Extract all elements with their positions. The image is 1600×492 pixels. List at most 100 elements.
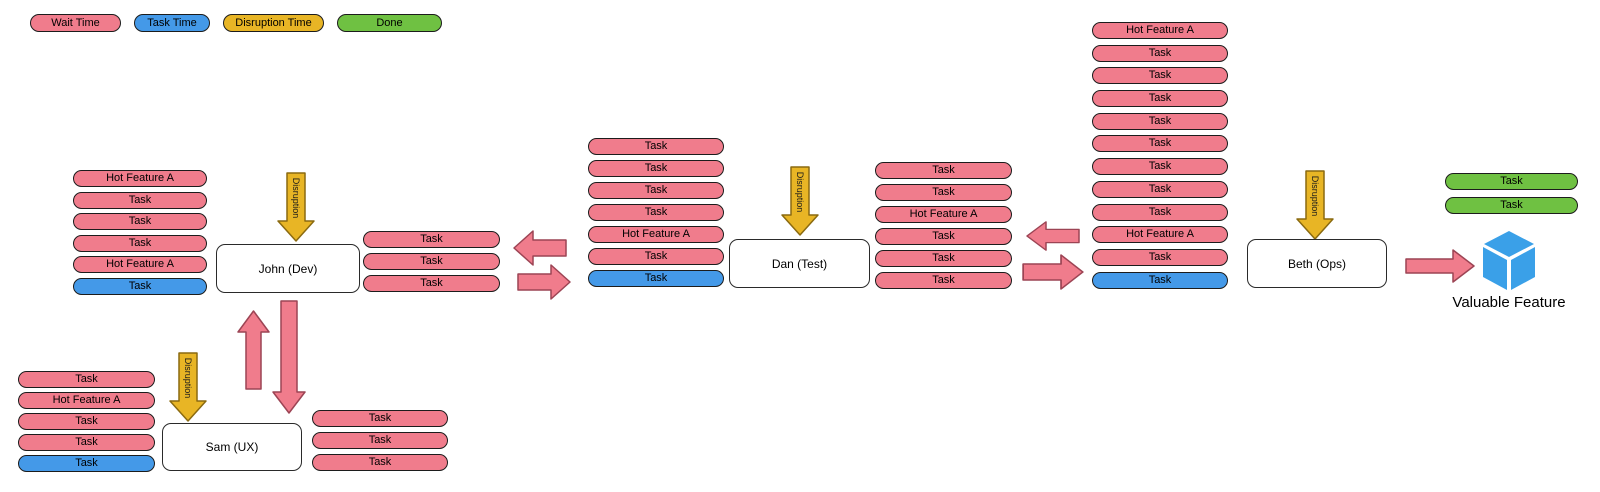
queue-pill: Task [1092, 90, 1228, 108]
disruption-down-arrow-icon: Disruption [169, 352, 207, 422]
actor-box-dan: Dan (Test) [729, 239, 870, 288]
actor-name: Beth (Ops) [1287, 256, 1347, 271]
queue-pill: Task [1092, 271, 1228, 289]
actor-name: Dan (Test) [771, 256, 828, 271]
queue-pill-label: Task [1500, 199, 1523, 211]
actor-box-john: John (Dev) [216, 244, 360, 293]
queue-pill-label: Task [75, 415, 98, 427]
cube-top-face [1484, 231, 1534, 257]
queue-pill-label: Task [75, 373, 98, 385]
queue-pill-label: Task [644, 272, 668, 284]
queue-pill: Task [312, 410, 448, 427]
cube-icon [1483, 231, 1535, 290]
dan-output-queue: Task Task Hot Feature A Task Task Task [875, 162, 1012, 289]
queue-pill: Task [588, 204, 724, 221]
queue-pill-label: Task [932, 164, 955, 176]
legend: Wait Time Task Time Disruption Time Done [30, 14, 442, 32]
flow-arrow-right-shape [1022, 254, 1084, 290]
queue-pill: Task [588, 160, 724, 177]
legend-pill-label: Done [376, 16, 403, 29]
flow-arrow-left-shape [1026, 221, 1080, 251]
queue-pill-label: Task [1148, 182, 1172, 195]
queue-pill: Task [588, 270, 724, 287]
beth-input-queue: Hot Feature A Task Task Task Task Task T… [1092, 22, 1228, 289]
queue-pill-label: Hot Feature A [1126, 228, 1194, 241]
queue-pill: Task [1092, 158, 1228, 176]
queue-pill: Task [18, 413, 155, 430]
actor-box-sam: Sam (UX) [162, 423, 302, 471]
disruption-down-arrow-icon: Disruption [277, 172, 315, 242]
queue-pill: Task [363, 253, 500, 270]
flow-arrow-left-icon [513, 230, 567, 266]
disruption-arrow-label: Disruption [291, 178, 301, 219]
queue-pill: Task [312, 454, 448, 471]
flow-arrow-down-icon [272, 300, 306, 414]
legend-pill: Wait Time [30, 14, 121, 32]
flow-arrow-right-icon [1022, 254, 1084, 290]
disruption-arrow-shape [277, 172, 315, 242]
queue-pill-label: Task [128, 215, 152, 227]
queue-pill: Task [363, 275, 500, 292]
queue-pill-label: Task [1148, 69, 1172, 82]
queue-pill-label: Hot Feature A [909, 208, 978, 220]
queue-pill-label: Task [420, 233, 443, 245]
sam-output-queue: Task Task Task [312, 410, 448, 471]
queue-pill: Hot Feature A [73, 170, 207, 187]
legend-pill-label: Wait Time [51, 16, 100, 29]
queue-pill-label: Hot Feature A [106, 258, 174, 270]
cube-right-face [1511, 247, 1535, 290]
queue-pill-label: Task [368, 434, 392, 446]
queue-pill: Task [875, 184, 1012, 201]
queue-pill: Task [312, 432, 448, 449]
disruption-arrow-label: Disruption [1310, 176, 1320, 217]
queue-pill: Task [1092, 112, 1228, 130]
dan-input-queue: Task Task Task Task Hot Feature A Task T… [588, 138, 724, 287]
flow-arrow-down-shape [272, 300, 306, 414]
disruption-arrow-label: Disruption [795, 172, 805, 213]
legend-pill-label: Disruption Time [235, 16, 312, 29]
disruption-arrow-shape [1296, 170, 1334, 240]
queue-pill-label: Task [128, 236, 152, 249]
queue-pill-label: Task [75, 436, 98, 448]
disruption-down-arrow-icon: Disruption [1296, 170, 1334, 240]
queue-pill: Task [73, 277, 207, 295]
john-output-queue: Task Task Task [363, 231, 500, 292]
queue-pill: Task [1092, 135, 1228, 153]
queue-pill-label: Task [1148, 114, 1172, 127]
queue-pill: Task [1092, 180, 1228, 198]
flow-arrow-up-icon [237, 310, 270, 390]
queue-pill-label: Task [1148, 250, 1172, 263]
queue-pill-label: Task [1148, 205, 1172, 218]
queue-pill-label: Task [932, 230, 955, 242]
flow-arrow-left-shape [513, 230, 567, 266]
queue-pill-label: Task [420, 277, 443, 289]
queue-pill-label: Task [932, 274, 955, 286]
flow-arrow-right-shape [517, 264, 571, 300]
queue-pill: Task [1445, 173, 1578, 190]
queue-pill: Task [363, 231, 500, 248]
flow-arrow-left-icon [1026, 221, 1080, 251]
queue-pill: Task [1092, 67, 1228, 85]
disruption-arrow-shape [169, 352, 207, 422]
disruption-down-arrow-icon: Disruption [781, 166, 819, 236]
queue-pill-label: Task [1148, 92, 1172, 105]
queue-pill: Task [73, 234, 207, 252]
legend-pill: Done [337, 14, 442, 32]
queue-pill: Task [1092, 248, 1228, 266]
queue-pill-label: Hot Feature A [106, 172, 174, 184]
queue-pill-label: Task [644, 206, 668, 218]
queue-pill: Hot Feature A [588, 226, 724, 243]
queue-pill: Task [73, 191, 207, 209]
queue-pill: Hot Feature A [73, 256, 207, 273]
queue-pill: Task [588, 182, 724, 199]
john-input-queue: Hot Feature A Task Task Task Hot Feature… [73, 170, 207, 295]
queue-pill: Task [588, 248, 724, 265]
sam-input-queue: Task Hot Feature A Task Task Task [18, 371, 155, 472]
queue-pill: Task [18, 371, 155, 388]
queue-pill-label: Task [75, 457, 98, 469]
flow-arrow-right-icon [517, 264, 571, 300]
queue-pill-label: Task [128, 193, 152, 206]
queue-pill: Hot Feature A [1092, 22, 1228, 39]
flow-arrow-right-icon [1405, 249, 1475, 283]
actor-box-beth: Beth (Ops) [1247, 239, 1387, 288]
